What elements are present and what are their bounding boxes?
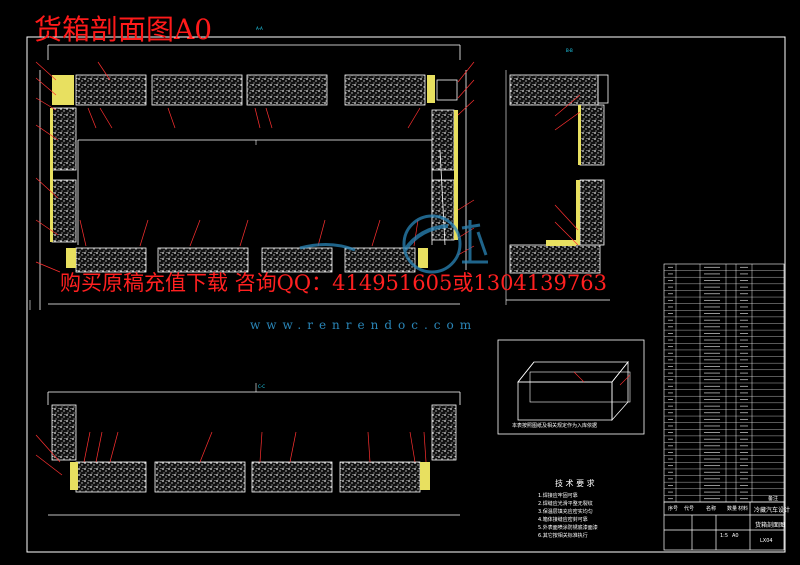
section-c-view <box>47 391 461 516</box>
promo-text: 购买原稿充值下载 咨询QQ：414951605或1304139763 <box>60 271 607 295</box>
section-a-right-wall <box>431 109 458 246</box>
parts-list-table <box>663 263 785 503</box>
title-block-header-material: 材料 <box>738 506 749 512</box>
tech-item: 1.焊接应牢固可靠 <box>538 493 578 499</box>
drawing-title: 货箱剖面图A0 <box>34 13 213 46</box>
title-block-project: 冷藏汽车设计 <box>754 507 791 514</box>
isometric-box <box>497 339 645 435</box>
watermark-text: www.renrendoc.com <box>250 318 478 332</box>
title-block-header-qty: 数量 <box>727 506 738 512</box>
section-c-leaders <box>35 431 427 476</box>
tech-item: 3.保温层填充应密实均匀 <box>538 509 593 515</box>
section-a-view <box>39 44 467 310</box>
tech-item: 6.其它按相关标准执行 <box>538 533 588 539</box>
title-block-header-code: 代号 <box>684 506 695 512</box>
title-block-code: LX04 <box>760 538 773 544</box>
section-label-a: A-A <box>256 26 263 31</box>
section-label-b: B-B <box>566 48 573 53</box>
section-markers: A-A B-B C-C <box>256 26 573 389</box>
tech-item: 2.焊缝应光滑平整无裂纹 <box>538 501 593 507</box>
isometric-leaders <box>573 371 631 386</box>
title-block-sheet: A0 <box>732 533 739 539</box>
title-block-header-name: 名称 <box>706 506 717 512</box>
section-a-left-wall <box>50 107 77 243</box>
title-block-drawing-name: 货箱剖面图 <box>755 522 786 529</box>
section-a-top-wall <box>52 74 458 106</box>
section-a-bottom-wall <box>48 247 460 305</box>
tech-item: 5.外表面喷涂防锈底漆面漆 <box>538 525 598 531</box>
tech-requirements-title: 技 术 要 求 <box>555 479 595 488</box>
title-block-header-no: 序号 <box>668 506 679 512</box>
section-b-view <box>505 70 610 305</box>
section-label-c: C-C <box>258 384 265 389</box>
title-block <box>663 501 785 551</box>
drawing-frame <box>26 36 786 553</box>
tech-item: 4.箱体接缝应密封可靠 <box>538 517 588 523</box>
title-block-header-remark: 备注 <box>768 496 779 502</box>
isometric-caption: 本表按照图纸及相关规定作为入库依据 <box>512 423 598 429</box>
center-marks <box>29 140 257 392</box>
section-b-leaders <box>554 94 581 246</box>
watermark-logo <box>299 214 488 274</box>
title-block-scale: 1:5 <box>720 533 729 539</box>
